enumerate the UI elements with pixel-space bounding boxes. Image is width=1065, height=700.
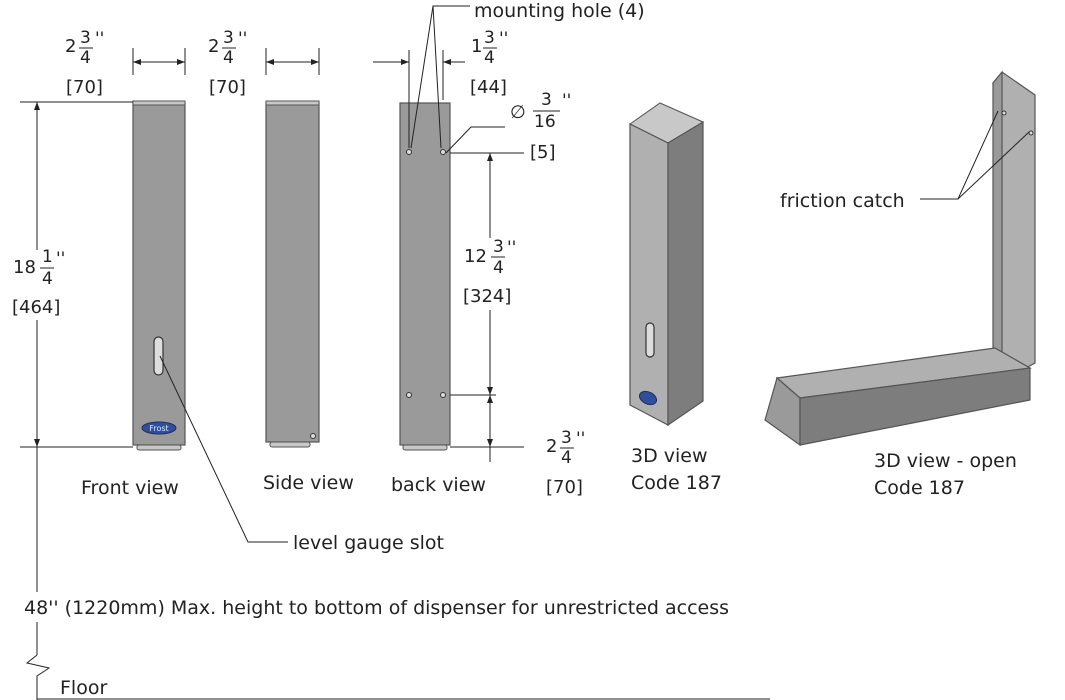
front-width-num: 3 (80, 28, 91, 48)
total-height-unit: '' (56, 249, 65, 269)
view-3d-label: 3D view (631, 445, 708, 467)
mounting-hole-top-left (406, 149, 412, 155)
frost-logo-badge (141, 421, 177, 435)
hole-spacing-den: 4 (484, 48, 495, 68)
hole-diameter-den: 16 (534, 112, 556, 132)
side-view-body (265, 102, 320, 443)
total-height-num: 1 (42, 247, 53, 267)
view-3d-open-label: 3D view - open (874, 450, 1017, 472)
total-height-whole: 18 (13, 257, 36, 278)
friction-catch-label: friction catch (780, 190, 905, 212)
total-height-den: 4 (42, 269, 53, 289)
view-3d-open-code: Code 187 (874, 477, 965, 499)
total-height-mm: [464] (12, 297, 60, 318)
front-width-unit: '' (95, 29, 104, 49)
view-3d-left-face (629, 123, 669, 426)
front-view-label: Front view (81, 477, 179, 499)
front-width-den: 4 (80, 48, 91, 68)
mounting-hole-label: mounting hole (4) (474, 0, 645, 22)
back-view-label: back view (391, 474, 486, 496)
side-view: 2 3 4 '' [70] Side view (208, 28, 354, 494)
hole-vertical-unit: '' (507, 238, 516, 258)
side-view-bottom-cap (269, 441, 311, 448)
bottom-offset-mm: [70] (546, 477, 583, 498)
hole-diameter-num: 3 (541, 90, 552, 110)
max-height-note: 48'' (1220mm) Max. height to bottom of d… (24, 597, 729, 619)
back-view: 1 3 4 '' [44] mounting hole (4) ∅ 3 16 '… (373, 0, 645, 498)
hole-diameter-symbol: ∅ (510, 102, 526, 123)
view-3d: 3D view Code 187 (629, 102, 722, 494)
hole-spacing-whole: 1 (471, 36, 482, 57)
frost-logo-text: Frost (149, 424, 168, 433)
hole-diameter-unit: '' (562, 91, 571, 111)
level-gauge-slot-label: level gauge slot (293, 532, 444, 554)
hole-vertical-mm: [324] (463, 286, 511, 307)
front-view: Frost 2 3 4 '' [70] 18 1 4 '' [464] Fron… (10, 28, 444, 700)
view-3d-open: 3D view - open Code 187 friction catch (764, 70, 1036, 499)
hole-vertical-whole: 12 (464, 246, 487, 267)
view-3d-logo (638, 390, 658, 406)
bottom-offset-den: 4 (561, 448, 572, 468)
front-width-whole: 2 (65, 36, 76, 57)
bottom-offset-num: 3 (561, 428, 572, 448)
side-width-num: 3 (223, 28, 234, 48)
floor-label: Floor (60, 677, 107, 699)
hole-spacing-num: 3 (484, 28, 495, 48)
back-view-bottom-cap (402, 444, 448, 451)
open-tray-side (799, 367, 1031, 446)
mounting-hole-bottom-left (406, 392, 412, 398)
side-width-whole: 2 (208, 36, 219, 57)
hole-diameter-mm: [5] (530, 142, 556, 163)
view-3d-right-face (667, 120, 704, 427)
side-view-top-cap (265, 100, 320, 106)
bottom-offset-unit: '' (576, 429, 585, 449)
back-view-body (399, 102, 451, 446)
hole-vertical-num: 3 (493, 237, 504, 257)
hole-spacing-mm: [44] (470, 77, 507, 98)
mounting-hole-bottom-right (440, 392, 446, 398)
side-width-mm: [70] (209, 77, 246, 98)
front-width-mm: [70] (66, 77, 103, 98)
side-width-den: 4 (223, 48, 234, 68)
level-gauge-slot (153, 336, 164, 376)
front-view-top-cap (132, 100, 186, 106)
front-view-bottom-cap (136, 444, 182, 451)
side-view-label: Side view (263, 472, 354, 494)
bottom-offset-whole: 2 (546, 436, 557, 457)
hole-vertical-den: 4 (493, 258, 504, 278)
side-width-unit: '' (238, 29, 247, 49)
hole-spacing-unit: '' (499, 29, 508, 49)
front-view-body (132, 102, 186, 446)
mounting-hole-top-right (440, 149, 446, 155)
view-3d-code: Code 187 (631, 472, 722, 494)
